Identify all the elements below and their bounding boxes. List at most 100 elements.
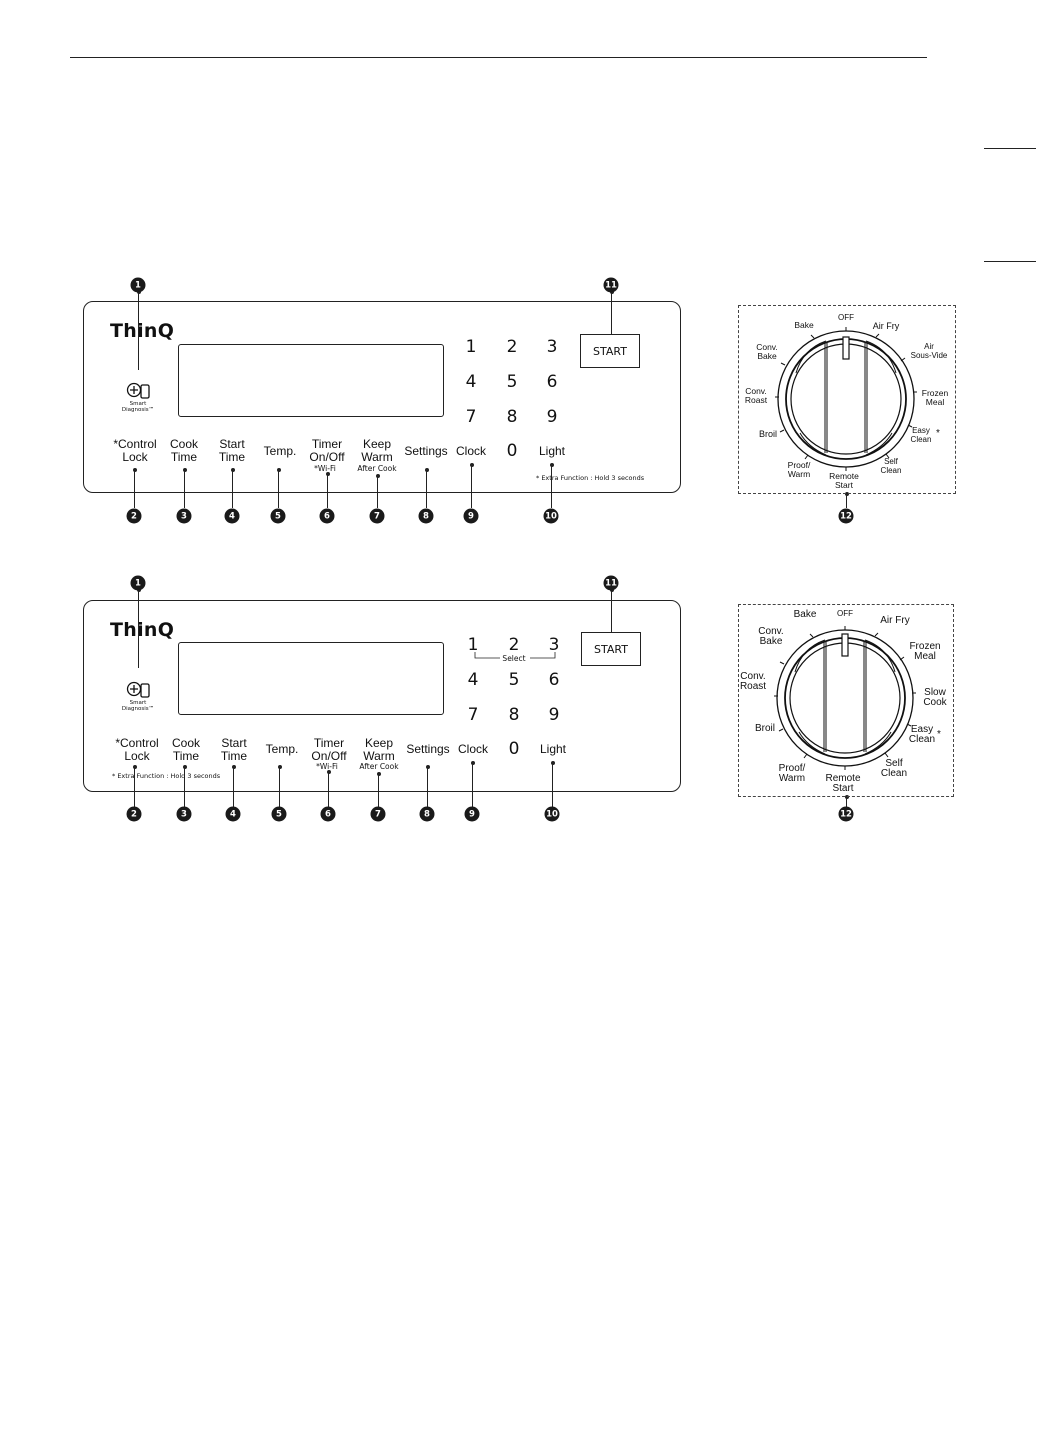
leader-line-9 xyxy=(470,761,475,807)
knob-label-self-clean: Clean xyxy=(881,768,907,779)
settings-button[interactable]: Settings xyxy=(406,742,450,756)
temp-button[interactable]: Temp. xyxy=(263,444,297,458)
knob-label-slow: Slow xyxy=(924,687,946,698)
callout-10: 10 xyxy=(543,508,559,524)
settings-button[interactable]: Settings xyxy=(404,444,448,458)
mode-knob[interactable]: OFF Air Fry Air Sous-Vide Frozen Meal Ea… xyxy=(738,305,956,494)
key-5[interactable]: 5 xyxy=(508,670,520,690)
knob-label-meal: Meal xyxy=(926,397,945,407)
knob-label-self: Self xyxy=(884,457,899,466)
key-2[interactable]: 2 xyxy=(508,635,520,655)
clock-button[interactable]: Clock xyxy=(457,742,489,756)
light-button[interactable]: Light xyxy=(538,444,566,458)
key-0[interactable]: 0 xyxy=(506,441,518,461)
knob-label-air-fry: Air Fry xyxy=(880,615,909,626)
key-9[interactable]: 9 xyxy=(548,705,560,725)
callout-12: 12 xyxy=(838,806,854,822)
key-1[interactable]: 1 xyxy=(467,635,479,655)
knob-label-self-clean: Clean xyxy=(881,466,902,475)
knob-label-warm: Warm xyxy=(779,773,805,784)
knob-grip-edge xyxy=(795,340,897,456)
key-5[interactable]: 5 xyxy=(506,372,518,392)
knob-label-remote: Remote xyxy=(825,773,860,784)
control-panel-outline xyxy=(83,301,681,493)
knob-ticks xyxy=(774,626,916,770)
knob-label-conv-roast: Roast xyxy=(745,395,768,405)
key-7[interactable]: 7 xyxy=(465,407,477,427)
light-button[interactable]: Light xyxy=(539,742,567,756)
start-button[interactable]: START xyxy=(580,334,640,368)
mode-knob[interactable]: OFF Air Fry Frozen Meal Slow Cook Easy C… xyxy=(738,604,954,797)
leader-line-2 xyxy=(132,765,137,807)
temp-button[interactable]: Temp. xyxy=(265,742,299,756)
display-window xyxy=(178,344,444,417)
callout-1: 1 xyxy=(130,277,146,293)
callout-6: 6 xyxy=(320,806,336,822)
knob-face xyxy=(790,343,902,455)
key-6[interactable]: 6 xyxy=(546,372,558,392)
leader-line-4 xyxy=(231,765,236,807)
key-3[interactable]: 3 xyxy=(548,635,560,655)
leader-line-2 xyxy=(132,468,137,508)
extra-function-note: * Extra Function : Hold 3 seconds xyxy=(536,474,645,482)
margin-rule-upper xyxy=(984,148,1036,149)
extra-function-note: * Extra Function : Hold 3 seconds xyxy=(112,772,221,780)
knob-label-remote: Remote xyxy=(829,471,859,481)
knob-label-conv-2: Conv. xyxy=(756,342,778,352)
key-8[interactable]: 8 xyxy=(508,705,520,725)
callout-9: 9 xyxy=(463,508,479,524)
leader-line-12 xyxy=(844,795,849,807)
key-9[interactable]: 9 xyxy=(546,407,558,427)
knob-label-proof: Proof/ xyxy=(779,763,806,774)
key-6[interactable]: 6 xyxy=(548,670,560,690)
knob-label-frozen: Frozen xyxy=(909,641,940,652)
knob-grip xyxy=(824,343,868,453)
start-button[interactable]: START xyxy=(581,632,641,666)
leader-line-11 xyxy=(609,290,614,334)
knob-label-cook: Cook xyxy=(923,697,947,708)
callout-8: 8 xyxy=(418,508,434,524)
knob-label-conv-2: Conv. xyxy=(758,626,783,637)
knob-pointer xyxy=(841,633,849,657)
knob-label-warm: Warm xyxy=(788,469,810,479)
leader-line-10 xyxy=(550,761,555,807)
key-7[interactable]: 7 xyxy=(467,705,479,725)
callout-4: 4 xyxy=(224,508,240,524)
leader-line-7 xyxy=(376,772,381,807)
leader-line-12 xyxy=(844,492,849,508)
key-0[interactable]: 0 xyxy=(508,739,520,759)
knob-label-frozen: Frozen xyxy=(922,388,949,398)
control-panel-outline xyxy=(83,600,681,792)
callout-8: 8 xyxy=(419,806,435,822)
callout-3: 3 xyxy=(176,508,192,524)
thinq-logo: ThinQ xyxy=(110,619,175,641)
key-2[interactable]: 2 xyxy=(506,337,518,357)
key-4[interactable]: 4 xyxy=(465,372,477,392)
callout-2: 2 xyxy=(126,508,142,524)
knob-label-easy: Easy xyxy=(911,724,933,735)
knob-label-proof: Proof/ xyxy=(788,460,811,470)
key-8[interactable]: 8 xyxy=(506,407,518,427)
key-4[interactable]: 4 xyxy=(467,670,479,690)
after-cook-sublabel: After Cook xyxy=(357,464,397,473)
leader-line-11 xyxy=(609,588,614,632)
knob-grip xyxy=(823,642,867,752)
callout-5: 5 xyxy=(270,508,286,524)
after-cook-sublabel: After Cook xyxy=(359,762,399,771)
select-label: Select xyxy=(502,654,526,663)
leader-line-8 xyxy=(424,468,429,508)
leader-line-9 xyxy=(469,463,474,508)
key-3[interactable]: 3 xyxy=(546,337,558,357)
key-1[interactable]: 1 xyxy=(465,337,477,357)
clock-button[interactable]: Clock xyxy=(455,444,487,458)
